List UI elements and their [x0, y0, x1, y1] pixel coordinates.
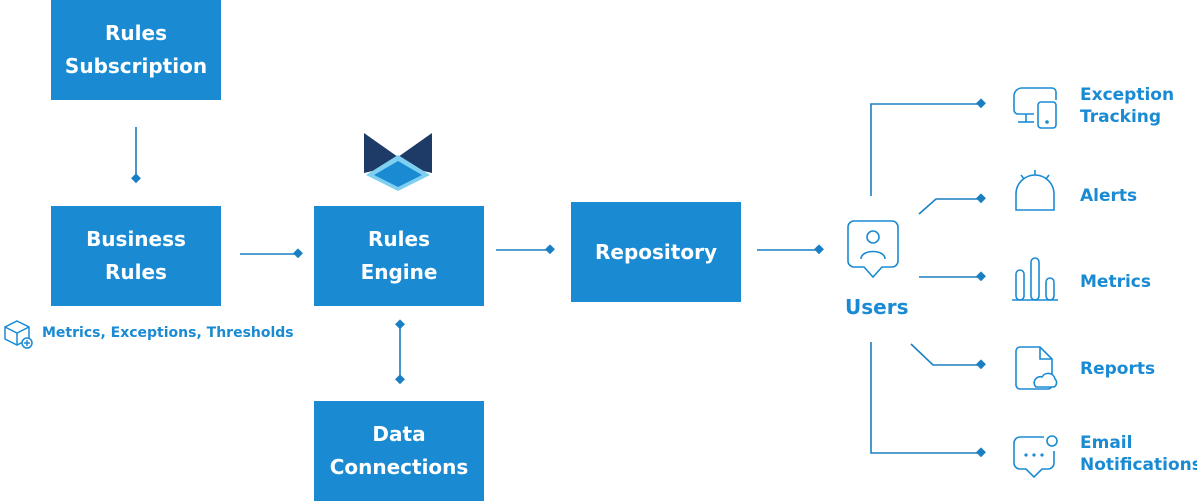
business-rules-line1: Business: [86, 227, 186, 251]
exception-tracking-line1: Exception: [1080, 85, 1175, 105]
devices-icon: [1013, 87, 1057, 129]
output-label-metrics: Metrics: [1080, 272, 1151, 292]
cube-plus-icon: [4, 320, 33, 349]
output-label-exception-tracking: Exception Tracking: [1080, 84, 1174, 128]
connector-users-exception: [870, 103, 980, 196]
user-badge-icon: [847, 220, 899, 279]
email-notifications-line1: Email: [1080, 433, 1133, 453]
engine-logo: [364, 133, 432, 191]
output-label-alerts: Alerts: [1080, 186, 1138, 206]
email-notifications-line2: Notifications: [1080, 455, 1197, 475]
rules-engine-line2: Engine: [360, 260, 438, 284]
connector-users-reports: [910, 343, 980, 366]
rules-engine-line1: Rules: [368, 227, 430, 251]
exception-tracking-line2: Tracking: [1080, 107, 1162, 127]
repository-label: Repository: [595, 239, 717, 264]
business-rules-line2: Rules: [105, 260, 167, 284]
data-connections-line1: Data: [372, 422, 426, 446]
output-label-reports: Reports: [1080, 359, 1156, 379]
bar-chart-icon: [1012, 257, 1058, 301]
report-icon: [1015, 346, 1058, 390]
repository-box: Repository: [571, 202, 741, 302]
rules-subscription-line1: Rules: [105, 21, 167, 45]
output-label-email-notifications: Email Notifications: [1080, 432, 1197, 476]
business-rules-note: Metrics, Exceptions, Thresholds: [42, 325, 294, 341]
rules-subscription-line2: Subscription: [64, 54, 208, 78]
data-connections-line2: Connections: [329, 455, 469, 479]
alarm-icon: [1015, 170, 1055, 211]
chat-bubble-icon: [1013, 435, 1058, 479]
users-label: Users: [845, 295, 909, 319]
connector-users-alerts: [918, 198, 980, 215]
connector-users-email: [870, 342, 980, 454]
